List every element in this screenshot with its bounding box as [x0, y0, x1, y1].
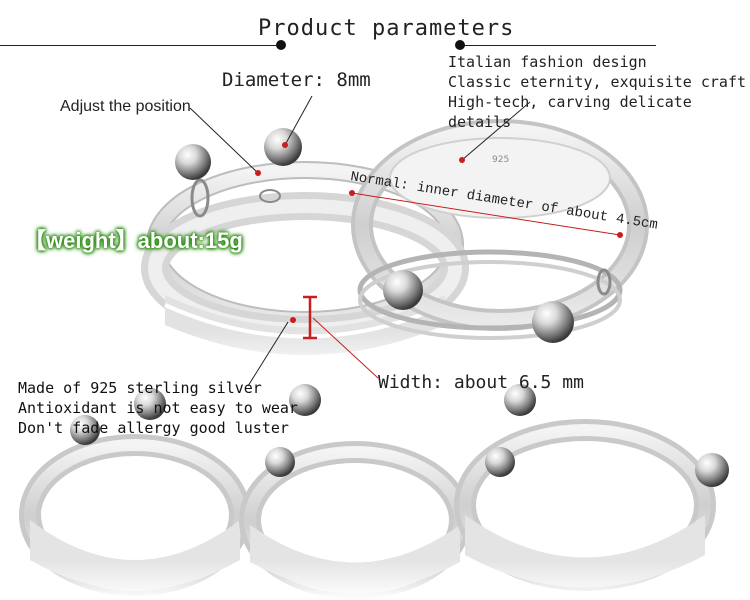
inner-diameter-line: [351, 192, 621, 236]
diameter-label: Diameter: 8mm: [222, 69, 371, 91]
feature-item: Italian fashion design: [448, 53, 647, 71]
adjust-leader-line: [189, 107, 259, 174]
bell-icon: [70, 415, 100, 445]
title-dot-left: [276, 40, 286, 50]
marker-dot: [255, 170, 261, 176]
bell-icon: [485, 447, 515, 477]
feature-item: High-tech, carving delicate details: [448, 93, 692, 131]
bell-icon: [289, 384, 321, 416]
bell-icon: [532, 301, 574, 343]
bell-icon: [175, 144, 211, 180]
bangle-top-left: [141, 161, 469, 380]
marker-dot: [459, 157, 465, 163]
adjust-label: Adjust the position: [60, 98, 191, 115]
width-label: Width: about 6.5 mm: [378, 372, 584, 393]
bell-icon: [134, 388, 166, 420]
title-dot-right: [455, 40, 465, 50]
marker-dot: [282, 142, 288, 148]
title-divider-right: [460, 45, 656, 46]
page-title: Product parameters: [258, 16, 515, 41]
marker-dot: [349, 190, 355, 196]
material-item: Made of 925 sterling silver: [18, 379, 262, 397]
material-list: Made of 925 sterling silver Antioxidant …: [18, 378, 298, 438]
weight-label: 【weight】about:15g: [24, 228, 243, 253]
features-leader-line: [461, 101, 531, 161]
diameter-leader-line: [284, 95, 313, 146]
feature-item: Classic eternity, exquisite craft: [448, 73, 747, 91]
width-leader-line: [312, 317, 379, 379]
bell-icon: [695, 453, 729, 487]
bangle-bottom-3: [454, 419, 716, 600]
bell-icon: [504, 384, 536, 416]
material-leader-line: [247, 321, 289, 387]
material-item: Antioxidant is not easy to wear: [18, 399, 298, 417]
bell-icon: [265, 447, 295, 477]
material-item: Don't fade allergy good luster: [18, 419, 289, 437]
bangle-bottom-1: [19, 434, 251, 600]
marker-dot: [290, 317, 296, 323]
title-divider-left: [0, 45, 281, 46]
bell-icon: [383, 270, 423, 310]
stamp-925: 925: [492, 155, 509, 165]
marker-dot: [617, 232, 623, 238]
features-list: Italian fashion design Classic eternity,…: [448, 52, 750, 132]
bangle-top-right: [351, 119, 649, 340]
